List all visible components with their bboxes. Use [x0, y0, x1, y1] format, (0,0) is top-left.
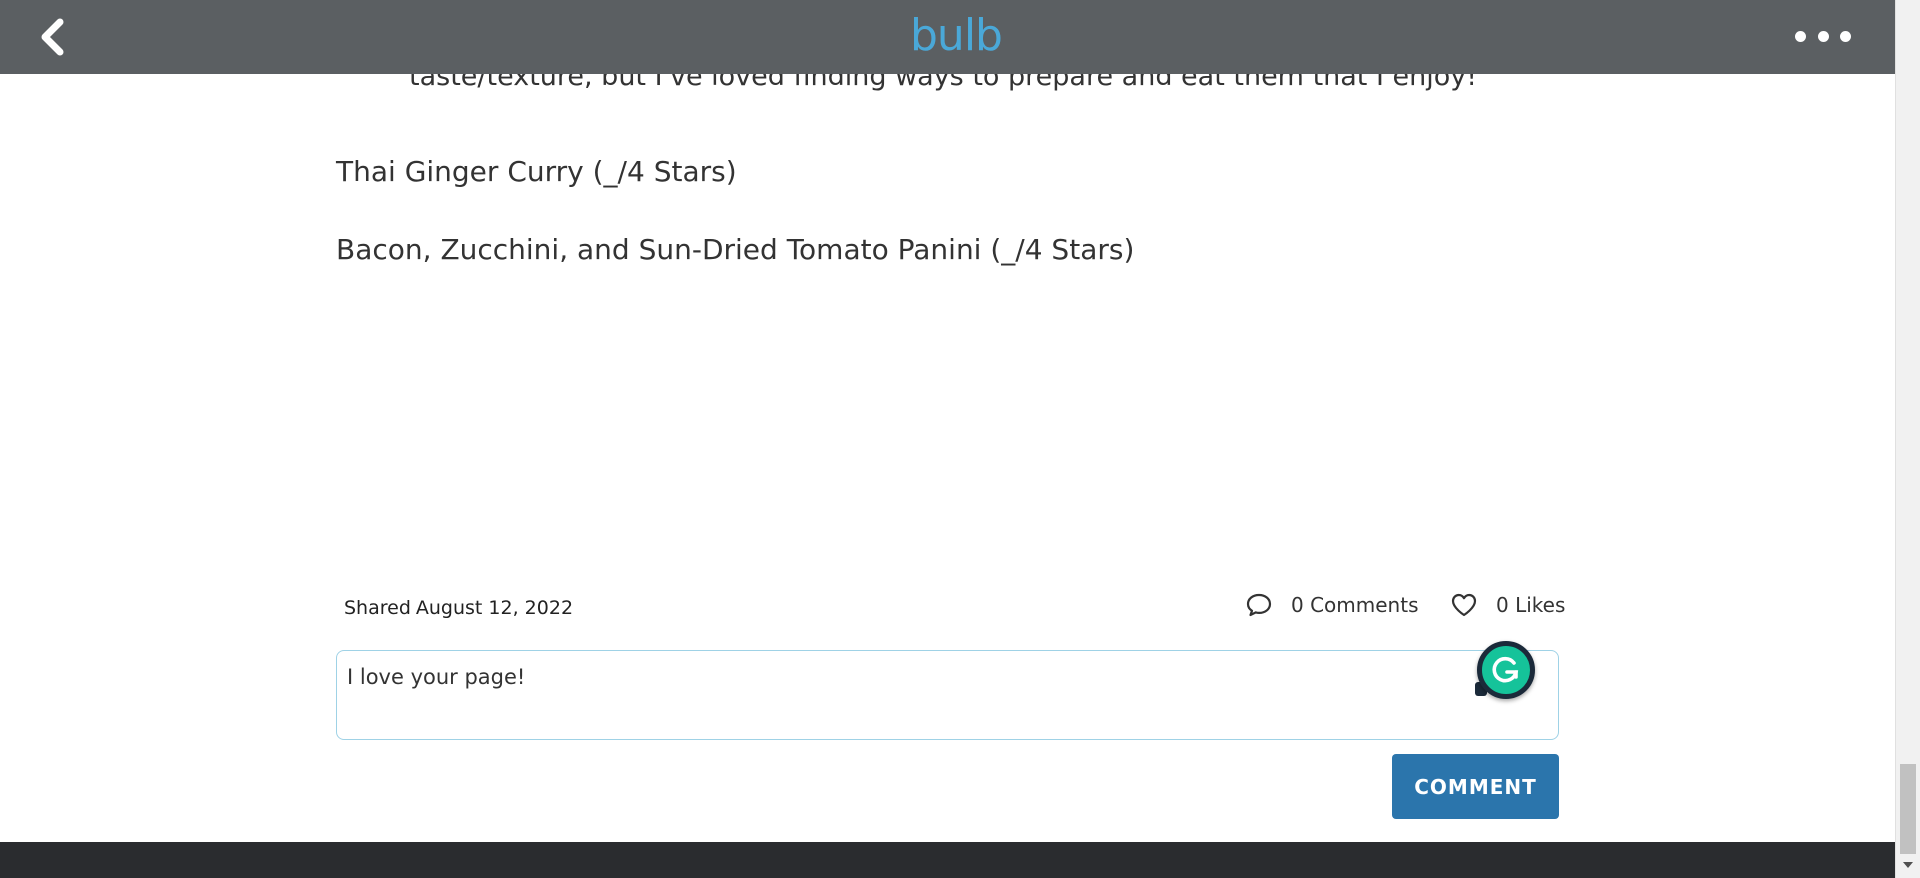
shared-date-value: August 12, 2022	[415, 597, 574, 619]
page-footer	[0, 842, 1895, 878]
scrollbar-thumb[interactable]	[1900, 764, 1916, 854]
ellipsis-dot	[1840, 30, 1851, 42]
ellipsis-icon	[1795, 30, 1806, 42]
more-options-button[interactable]	[1795, 24, 1851, 48]
speech-bubble-icon	[1246, 593, 1272, 617]
back-button[interactable]	[30, 15, 74, 59]
comments-button[interactable]: 0 Comments	[1245, 592, 1419, 618]
grammarly-g-icon	[1492, 656, 1519, 683]
comments-count-label: 0 Comments	[1291, 593, 1419, 617]
vertical-scrollbar[interactable]	[1895, 0, 1920, 878]
likes-button[interactable]: 0 Likes	[1450, 592, 1565, 618]
top-navigation-bar: bulb	[0, 0, 1895, 74]
likes-count-label: 0 Likes	[1496, 593, 1566, 617]
recipe-item: Bacon, Zucchini, and Sun-Dried Tomato Pa…	[336, 233, 1135, 266]
chevron-left-icon	[41, 18, 64, 56]
heart-icon	[1451, 593, 1477, 617]
ellipsis-dot	[1817, 30, 1829, 42]
scroll-down-arrow-icon[interactable]	[1903, 862, 1913, 868]
recipe-item: Thai Ginger Curry (_/4 Stars)	[336, 155, 737, 188]
comment-input[interactable]: I love your page!	[336, 650, 1559, 740]
comment-submit-button[interactable]: COMMENT	[1392, 754, 1559, 819]
shared-label: Shared	[344, 597, 411, 619]
grammarly-button[interactable]	[1477, 641, 1535, 699]
bulb-logo[interactable]: bulb	[910, 10, 1003, 61]
